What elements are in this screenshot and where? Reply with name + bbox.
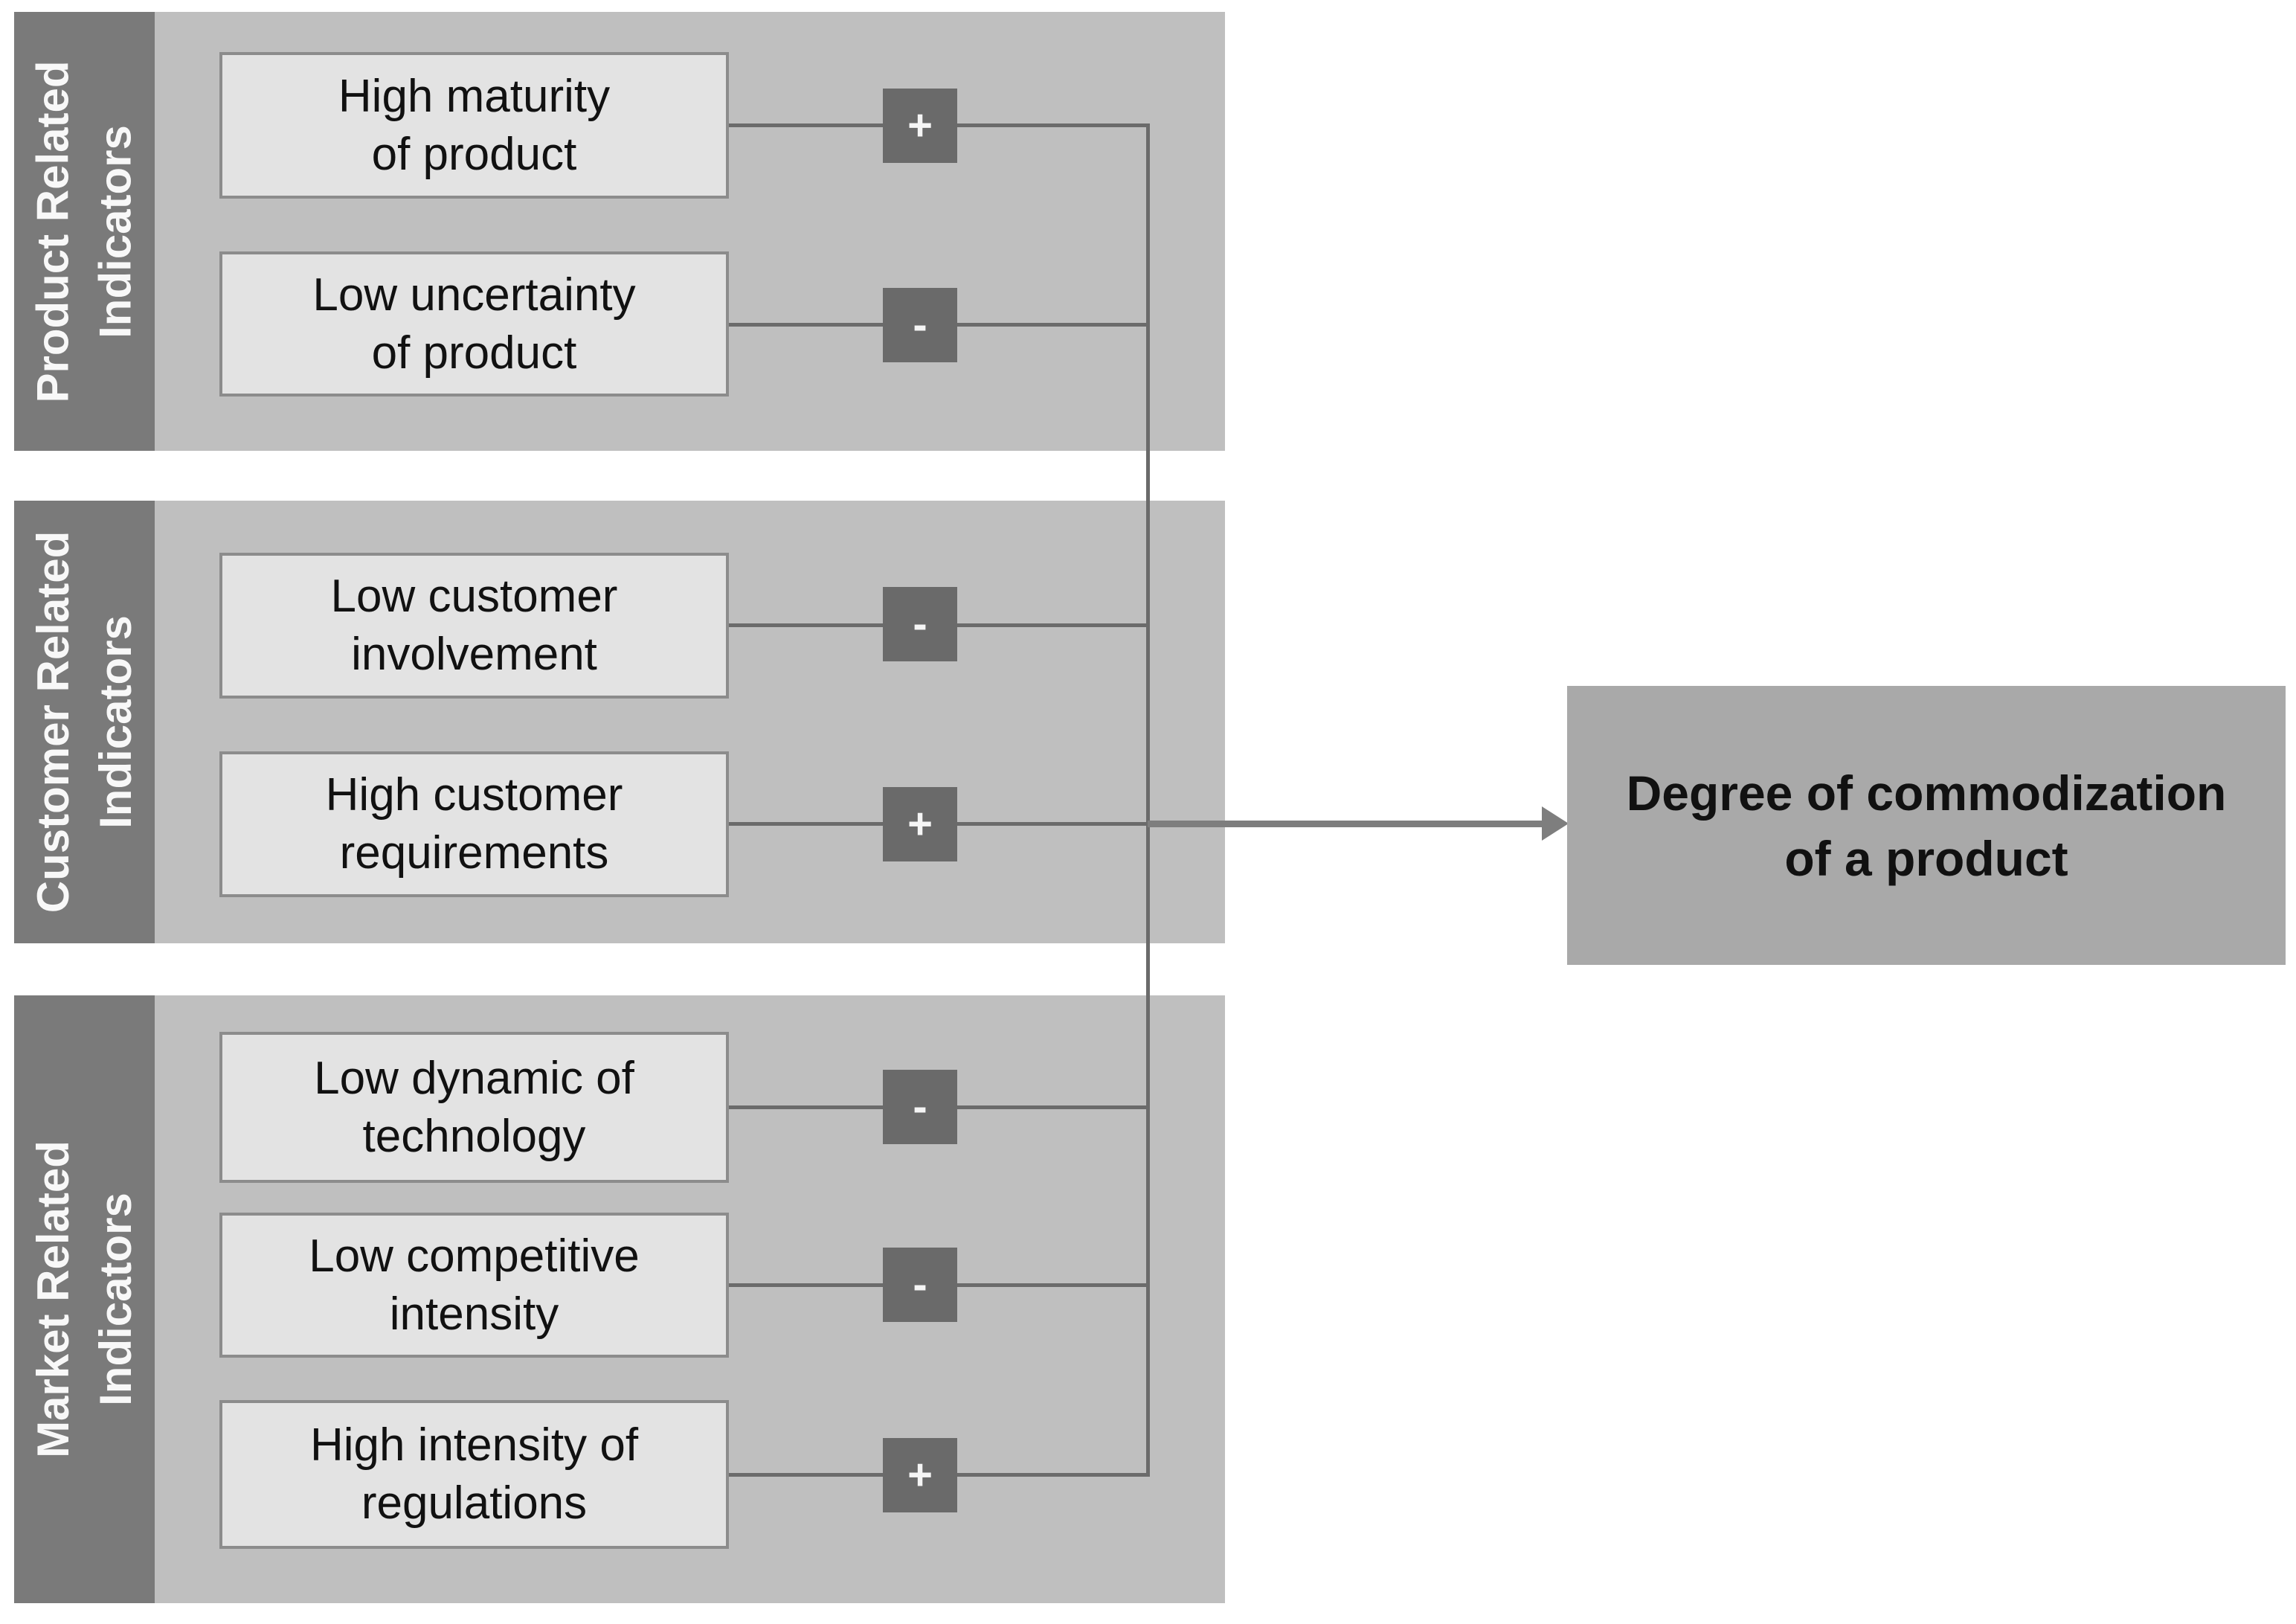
indicator-text-line: intensity [389, 1288, 559, 1340]
indicator-text-line: requirements [339, 827, 609, 879]
indicator-box-high-customer-requirements: High customer requirements [219, 751, 729, 897]
indicator-text-line: Low dynamic of [314, 1052, 634, 1104]
sign-square-low-dynamic-technology: - [883, 1070, 957, 1144]
group-label-line: Customer Related [28, 530, 78, 914]
outcome-text-line: of a product [1784, 830, 2068, 886]
group-label-line: Indicators [90, 615, 141, 829]
indicator-text-line: High intensity of [309, 1419, 639, 1471]
group-label-strip-market [14, 995, 155, 1603]
indicator-box-low-customer-involvement: Low customer involvement [219, 553, 729, 699]
indicator-text-line: technology [362, 1110, 586, 1162]
plus-sign: + [907, 1451, 933, 1499]
indicator-text-line: High customer [325, 769, 623, 821]
indicator-text-line: of product [371, 128, 577, 180]
sign-square-high-maturity: + [883, 89, 957, 163]
group-label-customer-related: Customer Related Indicators [14, 501, 155, 943]
indicator-box-low-competitive-intensity: Low competitive intensity [219, 1213, 729, 1358]
indicator-text-line: of product [371, 327, 577, 379]
group-label-line: Indicators [90, 125, 140, 338]
indicator-text-line: regulations [361, 1477, 588, 1529]
indicator-text-line: Low customer [330, 571, 618, 622]
minus-sign: - [913, 301, 927, 349]
arrow-line [1148, 821, 1542, 827]
minus-sign: - [913, 600, 927, 648]
sign-square-high-intensity-regulations: + [883, 1438, 957, 1512]
outcome-box: Degree of commodization of a product [1567, 686, 2286, 965]
sign-square-low-customer-involvement: - [883, 587, 957, 661]
sign-square-low-uncertainty: - [883, 288, 957, 362]
group-label-line: Product Related [28, 60, 77, 403]
group-label-line: Market Related [28, 1140, 78, 1458]
plus-sign: + [907, 101, 933, 150]
indicator-text-line: Low uncertainty [312, 269, 636, 321]
arrowhead-icon [1542, 806, 1569, 841]
minus-sign: - [913, 1082, 927, 1131]
group-label-line: Indicators [90, 1193, 141, 1406]
indicator-box-low-dynamic-technology: Low dynamic of technology [219, 1032, 729, 1183]
group-label-market-related: Market Related Indicators [14, 995, 155, 1603]
minus-sign: - [913, 1260, 927, 1309]
sign-square-low-competitive-intensity: - [883, 1248, 957, 1322]
group-label-strip-customer [14, 501, 155, 943]
plus-sign: + [907, 800, 933, 848]
indicator-text-line: High maturity [338, 70, 611, 122]
group-label-strip-product [14, 12, 155, 451]
indicator-box-high-maturity: High maturity of product [219, 52, 729, 199]
outcome-text-line: Degree of commodization [1626, 765, 2227, 821]
trunk-line [1146, 123, 1150, 1477]
indicator-box-low-uncertainty: Low uncertainty of product [219, 251, 729, 397]
indicator-text-line: involvement [351, 629, 597, 680]
group-label-product-related: Product Related Indicators [14, 13, 155, 452]
sign-square-high-customer-requirements: + [883, 787, 957, 861]
indicator-box-high-intensity-regulations: High intensity of regulations [219, 1400, 729, 1549]
indicator-text-line: Low competitive [309, 1230, 640, 1282]
